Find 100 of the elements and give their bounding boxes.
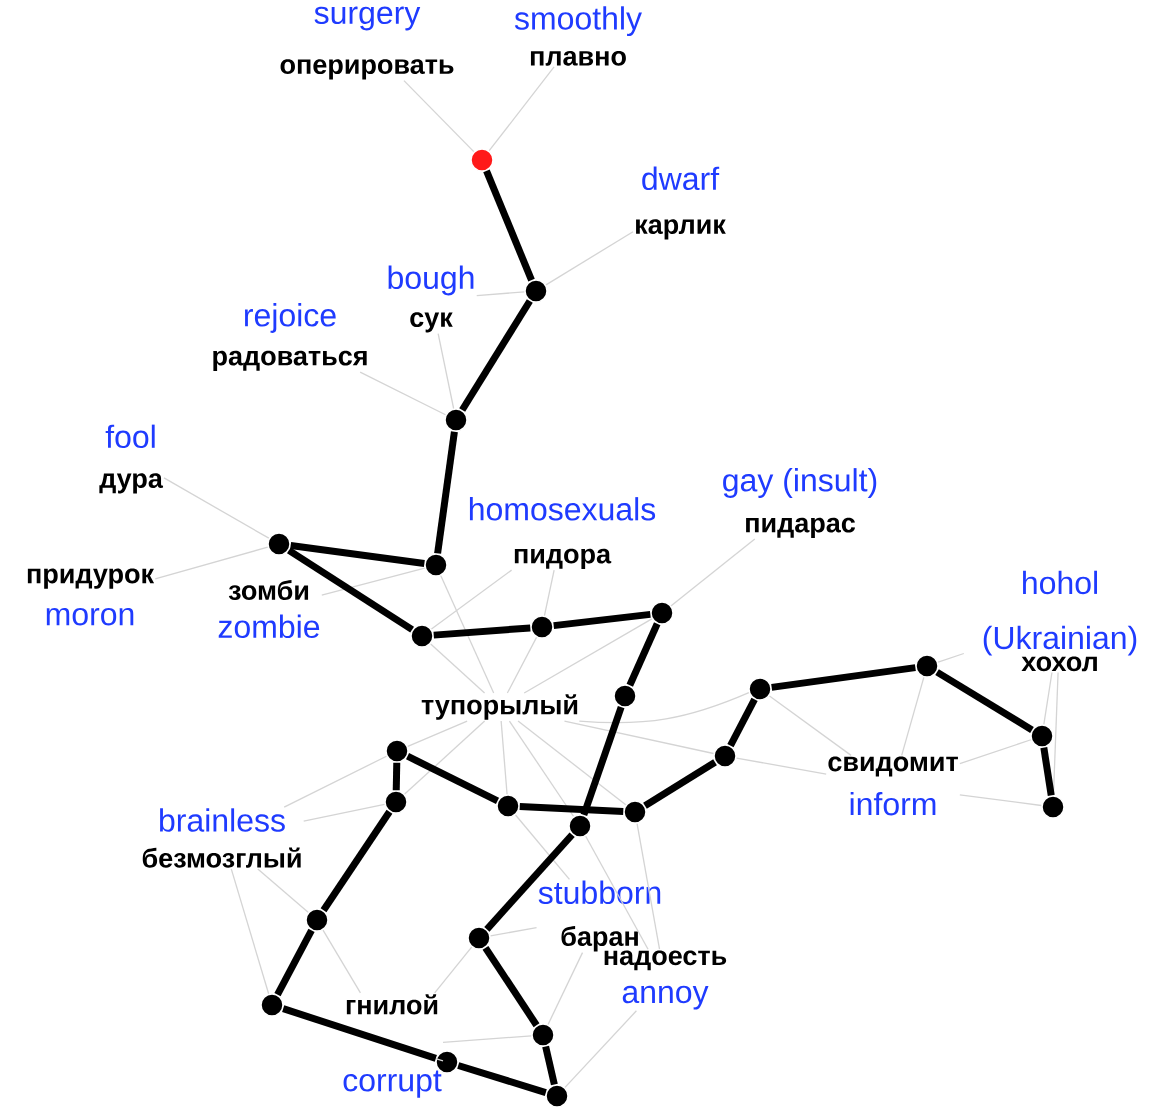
word-label: hohol (Ukrainian) хохол xyxy=(983,570,1137,672)
word-label: gay (insult) пидарас xyxy=(723,468,877,538)
node-dot xyxy=(467,926,491,950)
node-dot xyxy=(424,553,448,577)
link-line xyxy=(735,757,827,775)
path-line xyxy=(626,622,661,687)
path-line xyxy=(282,1005,437,1062)
path-line xyxy=(287,547,415,633)
path-line xyxy=(484,832,575,932)
link-line xyxy=(489,926,538,937)
link-line xyxy=(440,575,495,694)
link-line xyxy=(283,755,388,808)
node-dot xyxy=(748,677,772,701)
link-line xyxy=(547,951,584,1026)
link-line xyxy=(517,720,627,806)
word-label: надоесть annoy xyxy=(604,950,727,1010)
node-dot xyxy=(496,794,520,818)
node-dot xyxy=(650,601,674,625)
node-dot xyxy=(1041,795,1065,819)
path-line xyxy=(727,697,758,748)
node-dot xyxy=(915,654,939,678)
path-line xyxy=(1040,747,1055,796)
path-line xyxy=(406,753,500,804)
path-line xyxy=(935,669,1034,733)
word-label: зомби zombie xyxy=(218,579,320,639)
node-dot xyxy=(1030,724,1054,748)
path-line xyxy=(459,299,533,412)
node-dot xyxy=(305,908,329,932)
word-label: homosexuals пидора xyxy=(469,497,656,569)
link-line xyxy=(768,695,852,757)
word-label: brainless безмозглый xyxy=(142,808,301,868)
node-dot xyxy=(531,1023,555,1047)
node-dot xyxy=(385,739,409,763)
word-label: smoothly плавно xyxy=(514,6,642,66)
word-label: свидомит inform xyxy=(828,756,958,816)
link-line xyxy=(545,231,634,286)
link-line xyxy=(154,546,269,580)
word-label: гнилой corrupt xyxy=(343,994,442,1098)
link-line xyxy=(636,822,661,950)
node-dot xyxy=(613,684,637,708)
link-line xyxy=(959,739,1032,765)
link-line xyxy=(359,371,447,416)
link-line xyxy=(901,676,925,757)
link-line xyxy=(442,1035,532,1043)
link-line xyxy=(500,720,508,795)
link-line xyxy=(543,569,555,617)
link-line xyxy=(937,652,965,663)
node-dot xyxy=(470,148,494,172)
path-line xyxy=(771,664,916,691)
node-dot xyxy=(524,279,548,303)
link-line xyxy=(303,803,386,822)
link-line xyxy=(404,720,486,795)
path-line xyxy=(320,809,393,913)
link-line xyxy=(578,692,750,724)
node-dot xyxy=(568,814,592,838)
node-dot xyxy=(713,744,737,768)
link-line xyxy=(508,720,575,817)
link-line xyxy=(435,1058,444,1062)
node-dot xyxy=(267,532,291,556)
link-line xyxy=(564,1010,638,1089)
word-label: bough сук xyxy=(388,265,474,333)
node-dot xyxy=(260,993,284,1017)
node-dot xyxy=(410,624,434,648)
link-line xyxy=(959,794,1042,807)
word-label: тупорылый xyxy=(421,694,578,720)
word-label: rejoice радоваться xyxy=(213,303,367,371)
path-line xyxy=(290,542,425,567)
node-dot xyxy=(545,1084,569,1108)
link-line xyxy=(434,946,473,994)
path-line xyxy=(482,945,540,1028)
link-line xyxy=(1043,671,1053,726)
path-line xyxy=(483,169,535,282)
node-dot xyxy=(444,408,468,432)
path-line xyxy=(580,705,625,817)
link-line xyxy=(506,636,538,694)
path-line xyxy=(553,610,651,630)
link-line xyxy=(476,291,525,297)
link-line xyxy=(437,332,455,410)
node-dot xyxy=(530,615,554,639)
path-line xyxy=(643,759,717,809)
link-line xyxy=(322,929,362,994)
path-line xyxy=(542,1045,558,1086)
node-dot xyxy=(623,800,647,824)
path-line xyxy=(519,803,624,815)
link-line xyxy=(257,868,309,913)
link-line xyxy=(407,720,468,748)
link-line xyxy=(488,66,555,152)
link-line xyxy=(321,567,426,596)
word-label: придурок moron xyxy=(27,568,155,626)
link-line xyxy=(670,538,756,607)
link-line xyxy=(514,814,571,881)
path-line xyxy=(457,1062,547,1096)
word-label: dwarf карлик xyxy=(636,166,726,240)
link-line xyxy=(430,643,486,694)
word-label: fool дура xyxy=(99,424,164,494)
link-line xyxy=(563,720,715,755)
node-dot xyxy=(384,790,408,814)
path-line xyxy=(274,928,315,997)
path-line xyxy=(433,624,531,639)
link-line xyxy=(430,569,513,630)
